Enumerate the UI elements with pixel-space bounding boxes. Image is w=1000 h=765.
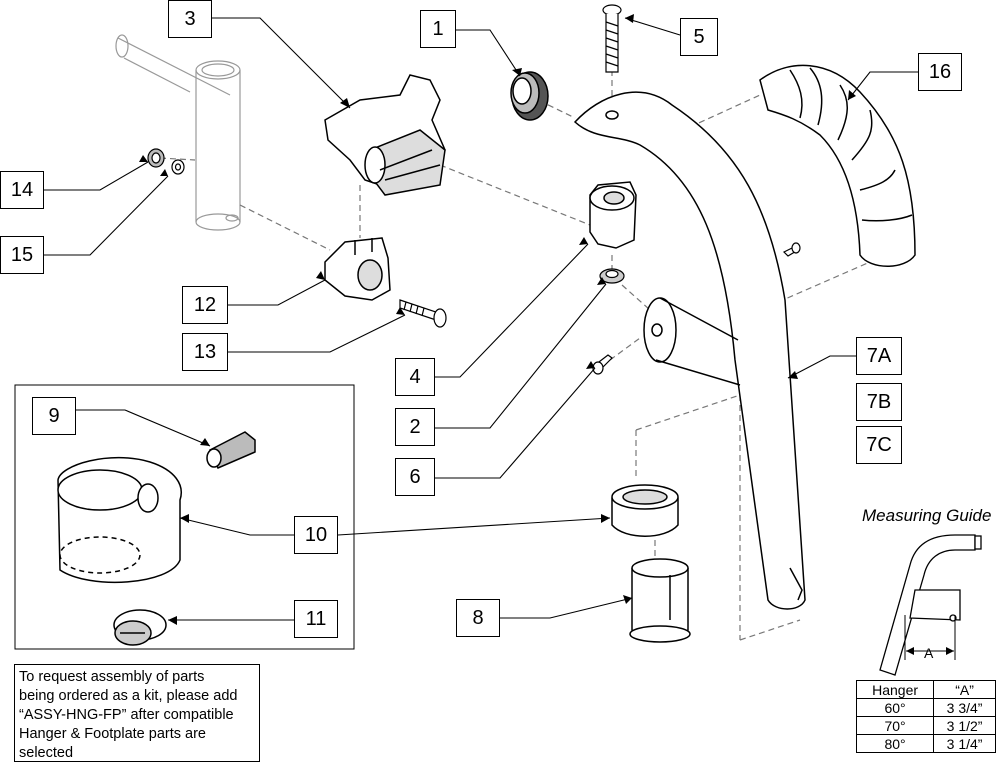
callout-5: 5: [680, 18, 718, 56]
small-screw-right: [782, 242, 801, 257]
table-row: 70° 3 1/2”: [855, 716, 996, 735]
note-line: “ASSY-HNG-FP” after compatible: [19, 707, 234, 723]
callout-15: 15: [0, 236, 44, 274]
callout-8: 8: [456, 599, 500, 637]
inset-box: [14, 384, 355, 650]
callout-11: 11: [294, 600, 338, 638]
part-15-washer: [171, 159, 185, 175]
callout-7c: 7C: [856, 426, 902, 464]
callout-1: 1: [420, 10, 456, 48]
part-3-clamp: [324, 74, 446, 196]
dimension-label-a: A: [924, 645, 934, 661]
part-12-collar: [324, 237, 391, 301]
part-14-nut: [147, 148, 165, 168]
table-cell: 3 1/2”: [933, 716, 996, 735]
callout-9: 9: [32, 397, 76, 435]
callout-12: 12: [182, 286, 228, 324]
frame-tube: [115, 34, 241, 231]
assembly-note: To request assembly of parts being order…: [14, 664, 260, 762]
callout-7b: 7B: [856, 383, 902, 421]
table-cell: 70°: [855, 716, 935, 735]
callout-7a: 7A: [856, 337, 902, 375]
measuring-guide-drawing: [879, 534, 982, 676]
table-cell: 3 3/4”: [933, 698, 996, 717]
part-16-grip: [759, 64, 916, 267]
note-line: To request assembly of parts: [19, 669, 205, 685]
part-10-clamp-large: [57, 456, 182, 584]
part-8-sleeve: [629, 558, 691, 643]
note-line: Hanger & Footplate parts are: [19, 726, 206, 742]
part-10-insert-small: [611, 484, 679, 537]
measurement-table: Hanger “A” 60° 3 3/4” 70° 3 1/2” 80° 3 1…: [855, 680, 996, 753]
callout-2: 2: [395, 408, 435, 446]
table-row: 80° 3 1/4”: [855, 734, 996, 753]
callout-4: 4: [395, 358, 435, 396]
table-cell: 60°: [855, 698, 935, 717]
table-header-row: Hanger “A”: [855, 680, 996, 699]
table-header: Hanger: [855, 680, 935, 699]
callout-10: 10: [294, 516, 338, 554]
part-9-pin: [206, 431, 256, 469]
table-cell: 3 1/4”: [933, 734, 996, 753]
note-line: being ordered as a kit, please add: [19, 688, 238, 704]
callout-16: 16: [918, 53, 962, 91]
part-7-hanger: [573, 91, 806, 610]
part-11-cap: [113, 609, 167, 646]
part-4-insert: [589, 181, 637, 249]
part-5-screw: [602, 4, 622, 73]
part-2-nut: [599, 268, 625, 284]
arrowheads: [139, 14, 856, 625]
table-header: “A”: [933, 680, 996, 699]
table-row: 60° 3 3/4”: [855, 698, 996, 717]
callout-3: 3: [168, 0, 212, 38]
part-1-plug: [510, 71, 549, 121]
table-cell: 80°: [855, 734, 935, 753]
measuring-guide-title: Measuring Guide: [862, 506, 992, 525]
callout-leaders: [44, 17, 918, 621]
part-6-screw: [592, 354, 613, 375]
note-line: selected: [19, 745, 74, 761]
callout-14: 14: [0, 171, 44, 209]
part-13-bolt: [399, 299, 447, 328]
callout-6: 6: [395, 458, 435, 496]
callout-13: 13: [182, 333, 228, 371]
